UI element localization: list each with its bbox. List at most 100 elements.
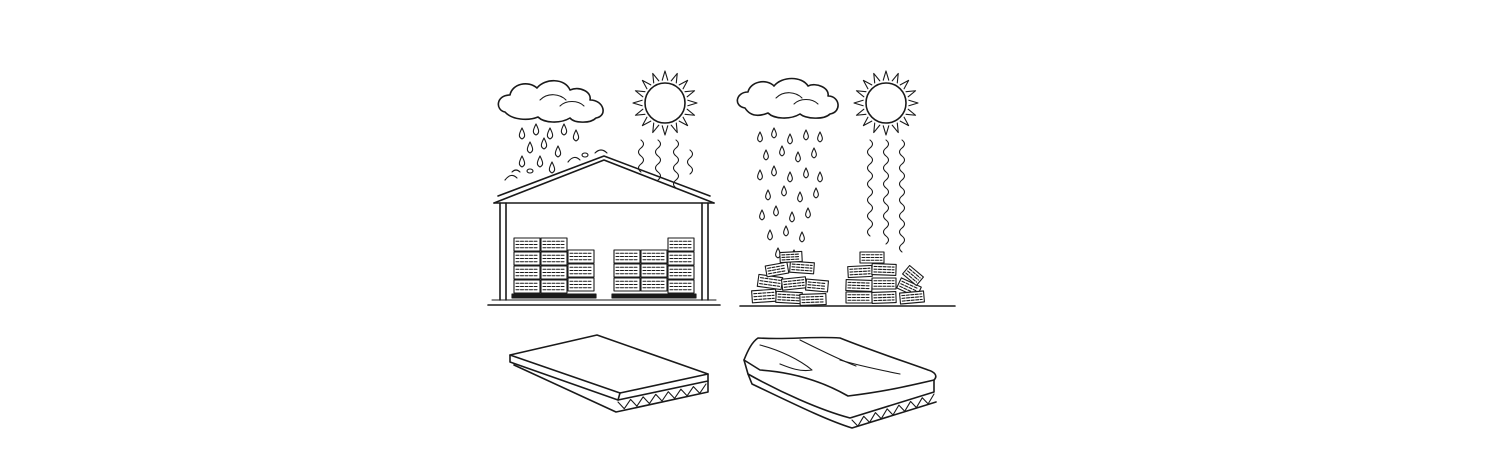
warehouse xyxy=(487,155,721,306)
sun-ray xyxy=(634,108,646,116)
pallet xyxy=(511,293,597,299)
sun-ray xyxy=(908,99,919,107)
heat-waves-icon xyxy=(866,139,906,253)
raindrop xyxy=(526,141,534,154)
box xyxy=(613,277,641,292)
box xyxy=(799,292,827,307)
panel-sheltered xyxy=(487,70,721,306)
sun-ray xyxy=(899,79,910,90)
raindrop xyxy=(789,211,795,223)
heat-waves-icon xyxy=(637,139,694,189)
sun-icon xyxy=(853,70,919,136)
box-hatch xyxy=(908,268,921,279)
box xyxy=(667,265,695,280)
box xyxy=(640,263,668,278)
sun-ray xyxy=(882,125,890,136)
raindrop xyxy=(817,131,823,143)
rain-icon xyxy=(757,127,823,261)
board-flat xyxy=(509,334,709,413)
box-hatch xyxy=(873,271,895,274)
sun-ray xyxy=(641,116,652,127)
box-hatch xyxy=(807,286,827,290)
box xyxy=(899,290,925,305)
box xyxy=(567,263,595,278)
heat-wave xyxy=(898,139,906,253)
rain-icon xyxy=(518,123,580,174)
box-hatch xyxy=(873,265,895,268)
raindrop xyxy=(799,231,805,243)
sun-ray xyxy=(905,90,917,98)
sun-ray xyxy=(855,90,867,98)
raindrop xyxy=(759,209,765,221)
box xyxy=(871,291,897,304)
box-hatch xyxy=(847,281,871,284)
raindrop xyxy=(518,127,526,140)
raindrop xyxy=(554,145,562,158)
raindrop xyxy=(811,147,817,159)
splash-icon xyxy=(504,149,608,181)
box-hatch xyxy=(759,277,781,281)
raindrop xyxy=(805,207,811,219)
box xyxy=(540,237,568,252)
box-hatch xyxy=(873,296,895,299)
box xyxy=(640,249,668,264)
box xyxy=(613,249,641,264)
box-hatch xyxy=(767,264,786,269)
sun-ray xyxy=(652,122,660,134)
box-hatch xyxy=(901,298,923,302)
box-hatch xyxy=(873,268,895,271)
sun-ray xyxy=(670,72,678,84)
box-hatch xyxy=(807,281,827,285)
sun-ray xyxy=(899,116,910,127)
heat-wave xyxy=(866,139,874,237)
sun-ray xyxy=(873,122,881,134)
raindrop xyxy=(817,171,823,183)
raindrop xyxy=(548,161,556,174)
sun-ray xyxy=(891,72,899,84)
box xyxy=(540,279,568,294)
raindrop xyxy=(532,123,540,136)
box xyxy=(540,265,568,280)
raindrop xyxy=(771,165,777,177)
box-hatch xyxy=(777,299,801,302)
box xyxy=(513,279,541,294)
box xyxy=(805,278,829,293)
box-hatch xyxy=(791,266,813,269)
box xyxy=(847,264,873,279)
box xyxy=(513,265,541,280)
raindrop xyxy=(787,171,793,183)
sun-ray xyxy=(687,99,698,107)
box xyxy=(667,279,695,294)
box xyxy=(789,260,815,275)
box-hatch xyxy=(901,293,923,297)
box xyxy=(756,273,784,291)
raindrop xyxy=(757,131,763,143)
sun-ray xyxy=(882,70,890,81)
raindrop xyxy=(560,123,568,136)
sun-ray xyxy=(661,125,669,136)
sun-ray xyxy=(862,79,873,90)
box xyxy=(513,251,541,266)
pallet xyxy=(611,293,697,299)
box-hatch xyxy=(901,280,919,290)
raindrop xyxy=(779,145,785,157)
box-hatch xyxy=(801,295,825,298)
sun-ray xyxy=(632,99,643,107)
box xyxy=(567,249,595,264)
raindrop xyxy=(757,169,763,181)
raindrop xyxy=(797,191,803,203)
raindrop xyxy=(540,137,548,150)
box-hatch xyxy=(847,287,871,290)
cloud-icon xyxy=(736,77,839,119)
sun-ray xyxy=(661,70,669,81)
raindrop xyxy=(795,151,801,163)
sun-ray xyxy=(684,108,696,116)
box xyxy=(567,277,595,292)
box-hatch xyxy=(801,301,825,304)
raindrop xyxy=(781,185,787,197)
box-hatch xyxy=(873,299,895,302)
box xyxy=(859,251,885,264)
box-hatch xyxy=(759,283,781,287)
